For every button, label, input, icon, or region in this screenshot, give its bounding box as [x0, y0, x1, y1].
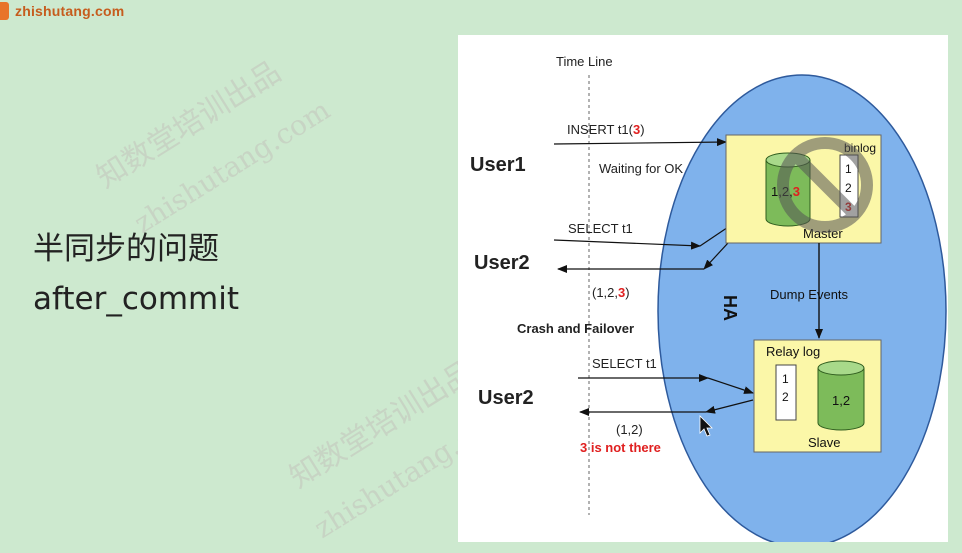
watermark-cn: 知数堂培训出品: [90, 54, 288, 196]
waiting-message: Waiting for OK: [599, 161, 683, 176]
relay-log-item: 2: [782, 390, 789, 404]
slave-label: Slave: [808, 435, 841, 450]
slave-database-icon: [817, 368, 865, 431]
watermark-en: zhishutang.com: [128, 93, 336, 240]
insert-message: INSERT t1(3): [567, 122, 645, 137]
slave-db-values: 1,2: [832, 393, 850, 408]
user2-label-second: User2: [478, 387, 534, 409]
result2-message: (1,2): [616, 422, 643, 437]
logo-text: zhishutang.com: [15, 3, 125, 19]
not-there-message: 3 is not there: [580, 440, 661, 455]
relay-log-box: [775, 364, 797, 421]
slide-title-line2: after_commit: [33, 281, 240, 317]
relay-log-label: Relay log: [766, 344, 820, 359]
user2-label-first: User2: [474, 252, 530, 274]
slide-title-line1: 半同步的问题: [33, 231, 219, 267]
select2-to-slave-arrow: [707, 377, 754, 394]
select2-message: SELECT t1: [592, 356, 657, 371]
mouse-cursor-icon: [699, 415, 713, 437]
result1-message: (1,2,3): [592, 285, 630, 300]
logo-mark-icon: [0, 2, 9, 20]
user1-label: User1: [470, 154, 526, 176]
slide-title: 半同步的问题 after_commit: [33, 224, 239, 324]
timeline-label: Time Line: [556, 54, 613, 69]
dump-events-label: Dump Events: [770, 287, 849, 302]
semi-sync-diagram: Time Line User1 User2 User2 INSERT t1(3)…: [470, 54, 947, 542]
crash-no-sign-icon: [777, 137, 873, 233]
master-node: 1,2,3 binlog 1 2 3 Master: [725, 134, 882, 244]
insert-arrow: [553, 138, 727, 147]
diagram-panel: Time Line User1 User2 User2 INSERT t1(3)…: [458, 35, 948, 542]
site-logo: zhishutang.com: [0, 0, 124, 22]
select1-arrow: [553, 239, 701, 250]
ha-label: HA: [720, 295, 740, 321]
result2-from-slave-arrow: [705, 399, 754, 414]
binlog-item: 2: [845, 181, 852, 195]
crash-failover-label: Crash and Failover: [517, 321, 634, 336]
slave-node: Relay log 1 2 1,2 Slave: [753, 339, 882, 453]
relay-log-item: 1: [782, 372, 789, 386]
binlog-item: 1: [845, 162, 852, 176]
watermark-cn: 知数堂培训出品: [283, 354, 481, 496]
select1-message: SELECT t1: [568, 221, 633, 236]
